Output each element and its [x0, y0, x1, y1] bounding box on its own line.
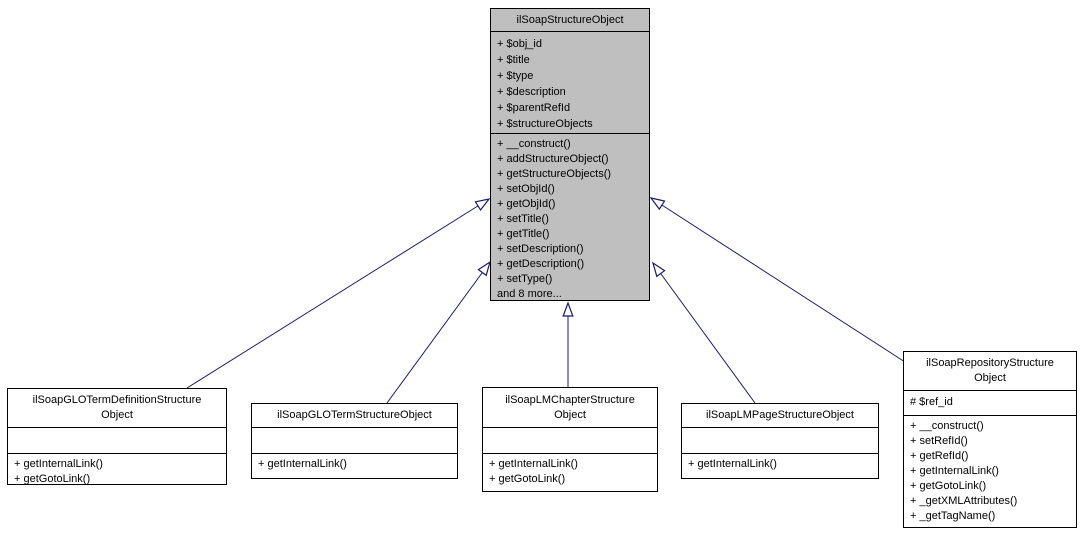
class-attributes: # $ref_id [904, 391, 1076, 416]
method-line: + getGotoLink() [489, 473, 566, 485]
class-box-glo-term[interactable]: ilSoapGLOTermStructureObject + getIntern… [251, 403, 458, 479]
attribute-line: + $type [497, 70, 534, 82]
method-line: + getDescription() [497, 258, 585, 270]
class-methods: + __construct() + setRefId() + getRefId() +… [904, 416, 1076, 527]
class-title-line: ilSoapGLOTermDefinitionStructure [32, 394, 202, 406]
method-line: + getRefId() [910, 450, 969, 462]
method-line: + setObjId() [497, 183, 555, 195]
method-line: + getGotoLink() [14, 473, 91, 484]
class-title: ilSoapLMPageStructureObject [682, 404, 878, 428]
inheritance-arrow-glo-term-definition [186, 198, 491, 389]
attribute-line: + $parentRefId [497, 102, 571, 114]
method-line: + setDescription() [497, 243, 584, 255]
method-line: + getObjId() [497, 198, 556, 210]
inheritance-arrow-lm-page [651, 261, 756, 404]
attribute-line: + $obj_id [497, 38, 542, 50]
method-line: + __construct() [497, 138, 571, 150]
method-line: + _getXMLAttributes() [910, 495, 1018, 507]
class-attributes: + $obj_id + $title + $type + $description + … [491, 32, 649, 134]
class-title-line: ilSoapLMChapterStructure [505, 393, 635, 406]
method-line: + getStructureObjects() [497, 168, 612, 180]
method-line: + setRefId() [910, 435, 968, 447]
method-line: + _getTagName() [910, 510, 996, 522]
method-line: + getInternalLink() [14, 458, 103, 470]
method-line: + setTitle() [497, 213, 549, 225]
method-line: + getTitle() [497, 228, 550, 240]
class-methods: + getInternalLink() + getGotoLink() [8, 454, 226, 484]
class-methods: + getInternalLink() [682, 454, 878, 478]
class-title-line: Object [974, 372, 1006, 384]
method-line: + getInternalLink() [489, 458, 578, 470]
class-title: ilSoapGLOTermStructureObject [252, 404, 457, 428]
method-line: + getInternalLink() [258, 458, 347, 470]
method-line: and 8 more... [497, 288, 562, 300]
method-line: + __construct() [910, 420, 984, 432]
method-line: + getGotoLink() [910, 480, 987, 492]
class-title-line: ilSoapGLOTermStructureObject [277, 409, 432, 421]
method-line: + setType() [497, 273, 553, 285]
attribute-line: # $ref_id [910, 396, 953, 408]
method-line: + addStructureObject() [497, 153, 609, 165]
class-title-line: ilSoapStructureObject [516, 13, 624, 26]
class-attributes [252, 428, 457, 454]
class-box-soap-structure-object[interactable]: ilSoapStructureObject + $obj_id+ $title+… [490, 8, 650, 301]
inheritance-arrow-glo-term [386, 260, 492, 404]
method-line: + getInternalLink() [688, 458, 777, 470]
class-methods: + __construct() + addStructureObject() + g… [491, 134, 649, 300]
class-methods: + getInternalLink() [252, 454, 457, 478]
class-title-line: Object [554, 408, 586, 421]
class-title-line: Object [101, 409, 133, 421]
class-title-line: ilSoapLMPageStructureObject [706, 409, 854, 421]
class-title: ilSoapStructureObject [491, 9, 649, 32]
class-methods: + getInternalLink() + getGotoLink() [483, 454, 657, 491]
attribute-line: + $title [497, 54, 530, 66]
attribute-line: + $description [497, 86, 566, 98]
class-attributes [682, 428, 878, 454]
class-attributes [8, 428, 226, 454]
class-title-line: ilSoapRepositoryStructure [926, 357, 1054, 369]
class-attributes [483, 428, 657, 454]
class-box-lm-page[interactable]: ilSoapLMPageStructureObject + getInterna… [681, 403, 879, 479]
inheritance-arrow-repository [649, 197, 906, 363]
method-line: + getInternalLink() [910, 465, 999, 477]
attribute-line: + $structureObjects [497, 118, 593, 130]
